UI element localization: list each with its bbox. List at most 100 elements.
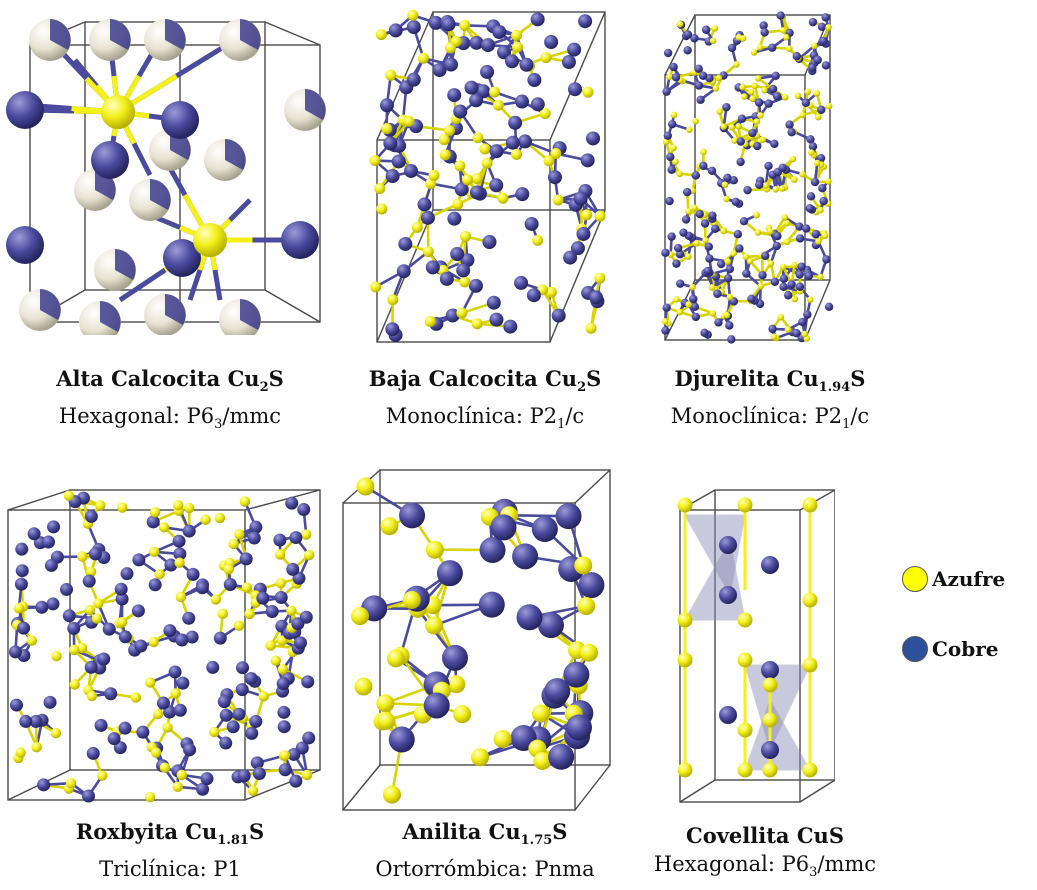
copper-atom xyxy=(134,639,148,653)
copper-atom xyxy=(237,769,251,783)
copper-atom xyxy=(156,696,170,710)
sulfur-atom xyxy=(791,261,798,269)
copper-atom xyxy=(683,30,693,39)
sulfur-atom xyxy=(712,84,720,92)
copper-atom xyxy=(696,95,705,105)
sulfur-atom xyxy=(670,111,678,119)
sulfur-atom xyxy=(489,86,501,98)
copper-atom xyxy=(163,624,177,638)
sulfur-atom xyxy=(582,86,594,98)
copper-atom xyxy=(797,262,806,271)
copper-atom xyxy=(776,11,785,20)
copper-atom xyxy=(235,683,249,697)
copper-atom xyxy=(445,308,460,323)
copper-swatch xyxy=(902,636,928,662)
sulfur-atom xyxy=(385,69,397,81)
copper-atom xyxy=(146,515,160,529)
sulfur-atom xyxy=(791,295,798,303)
copper-atom xyxy=(115,592,129,606)
copper-atom xyxy=(524,216,539,231)
cell-edge xyxy=(799,779,835,803)
copper-atom xyxy=(580,153,595,168)
copper-atom xyxy=(747,294,756,303)
sulfur-atom xyxy=(214,512,226,524)
cell-edge xyxy=(574,469,611,504)
copper-occupancy-wedge xyxy=(240,299,261,330)
sulfur-atom xyxy=(806,296,814,304)
sulfur-atom xyxy=(26,635,37,646)
copper-atom xyxy=(795,282,805,291)
copper-label: Cobre xyxy=(932,637,999,661)
sulfur-atom xyxy=(728,124,736,131)
copper-atom xyxy=(817,22,827,31)
copper-atom xyxy=(468,278,483,293)
sulfur-atom xyxy=(550,148,562,160)
copper-atom xyxy=(733,230,743,239)
copper-atom xyxy=(806,192,816,201)
copper-atom xyxy=(512,543,539,570)
sulfur-atom xyxy=(149,546,160,558)
sulfur-atom xyxy=(493,729,512,748)
copper-atom xyxy=(88,547,102,561)
sulfur-atom xyxy=(772,185,780,193)
copper-occupancy-wedge xyxy=(165,19,186,50)
sulfur-atom xyxy=(545,286,557,298)
copper-atom xyxy=(808,142,818,151)
copper-atom xyxy=(707,166,717,176)
copper-atom xyxy=(563,661,590,688)
sulfur-atom xyxy=(31,741,42,753)
sulfur-atom xyxy=(693,240,700,247)
copper-atom xyxy=(37,778,51,792)
sulfur-atom xyxy=(815,238,822,245)
sulfur-atom xyxy=(794,92,802,99)
sulfur-atom xyxy=(552,194,564,206)
sulfur-atom xyxy=(63,490,75,501)
copper-atom xyxy=(667,232,676,241)
copper-atom xyxy=(226,720,240,734)
sulfur-atom xyxy=(403,115,415,127)
sulfur-atom xyxy=(193,223,227,257)
copper-occupancy-wedge xyxy=(110,19,131,50)
sulfur-atom xyxy=(176,769,188,781)
sulfur-atom xyxy=(377,711,396,730)
copper-occupancy-wedge xyxy=(240,19,261,50)
copper-atom xyxy=(425,260,440,275)
sulfur-atom xyxy=(117,502,128,513)
cell-edge xyxy=(264,21,321,46)
copper-atom xyxy=(698,71,708,81)
copper-atom xyxy=(727,43,737,53)
copper-atom xyxy=(821,61,831,70)
copper-atom xyxy=(94,718,108,732)
copper-atom xyxy=(17,621,31,635)
copper-atom xyxy=(736,157,745,167)
copper-atom xyxy=(708,211,717,220)
copper-atom xyxy=(758,271,767,280)
alta-crystal-system: Hexagonal: P63/mmc xyxy=(58,404,282,433)
copper-atom xyxy=(568,82,583,97)
sulfur-atom xyxy=(200,514,211,525)
copper-atom xyxy=(689,294,698,304)
sulfur-atom xyxy=(749,95,756,103)
copper-atom xyxy=(447,88,462,103)
copper-atom xyxy=(810,177,820,187)
copper-atom xyxy=(714,318,723,327)
copper-atom xyxy=(748,128,757,138)
copper-atom xyxy=(15,542,29,556)
sulfur-atom xyxy=(424,315,436,327)
sulfur-atom xyxy=(785,45,793,52)
copper-atom xyxy=(489,312,504,327)
alta-calcocita-structure xyxy=(0,0,330,335)
copper-atom xyxy=(526,288,541,303)
sulfur-atom xyxy=(461,174,473,186)
copper-atom xyxy=(492,24,507,39)
sulfur-atom xyxy=(228,538,239,550)
copper-occupancy-wedge xyxy=(225,139,246,170)
sulfur-atom xyxy=(275,577,287,589)
copper-atom xyxy=(663,131,673,140)
alta-caption: Alta Calcocita Cu2S Hexagonal: P63/mmc xyxy=(15,365,325,439)
copper-occupancy-wedge xyxy=(40,289,61,320)
copper-atom xyxy=(759,21,768,30)
copper-atom xyxy=(478,591,505,618)
copper-atom xyxy=(249,714,263,728)
sulfur-atom xyxy=(708,284,716,291)
